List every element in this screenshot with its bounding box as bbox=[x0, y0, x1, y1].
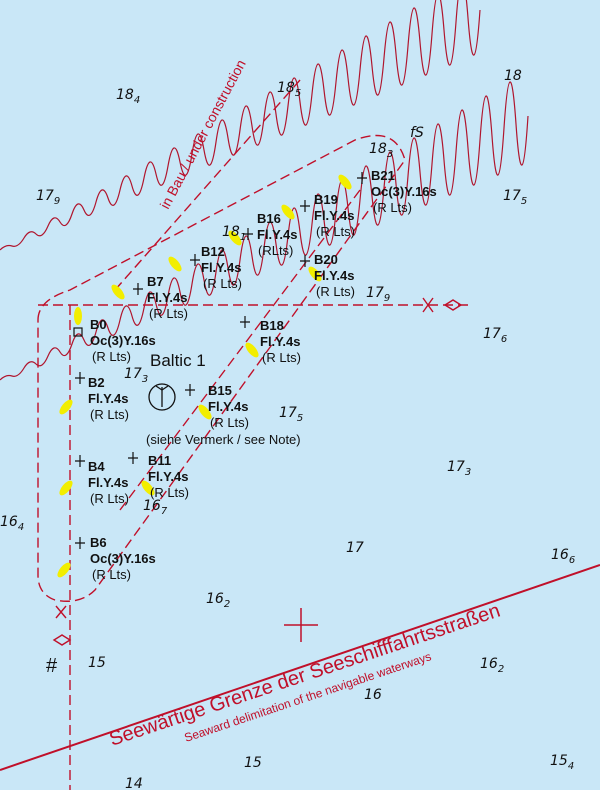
buoy-B20[interactable]: B20 Fl.Y.4s (R Lts) bbox=[314, 252, 355, 299]
buoy-B4[interactable]: B4 Fl.Y.4s (R Lts) bbox=[88, 459, 129, 506]
buoy-B21[interactable]: B21 Oc(3)Y.16s (R Lts) bbox=[371, 168, 437, 215]
buoy-B19[interactable]: B19 Fl.Y.4s (R Lts) bbox=[314, 192, 355, 239]
buoy-sub: (R Lts) bbox=[90, 491, 129, 506]
buoy-sub: (R Lts) bbox=[316, 284, 355, 299]
buoy-light: Fl.Y.4s bbox=[88, 391, 128, 406]
buoy-light: Fl.Y.4s bbox=[208, 399, 248, 414]
buoy-name: B21 bbox=[371, 168, 395, 183]
sounding: 164 bbox=[0, 514, 24, 533]
sounding: 175 bbox=[279, 405, 303, 424]
buoy-light: Fl.Y.4s bbox=[314, 208, 354, 223]
buoy-B11[interactable]: B11 Fl.Y.4s (R Lts) bbox=[148, 453, 189, 500]
buoy-B16[interactable]: B16 Fl.Y.4s (RLts) bbox=[257, 211, 297, 258]
sounding: 15 bbox=[244, 755, 262, 771]
sounding: 167 bbox=[143, 498, 168, 517]
buoy-sub: (R Lts) bbox=[262, 350, 301, 365]
buoy-light: Oc(3)Y.16s bbox=[90, 551, 156, 566]
buoy-light: Fl.Y.4s bbox=[147, 290, 187, 305]
buoy-B15[interactable]: B15 Fl.Y.4s (R Lts) bbox=[208, 383, 249, 430]
buoy-sub: (R Lts) bbox=[373, 200, 412, 215]
buoy-light: Fl.Y.4s bbox=[257, 227, 297, 242]
buoy-name: B15 bbox=[208, 383, 232, 398]
buoy-name: B12 bbox=[201, 244, 225, 259]
construction-label: in Bau / under construction bbox=[157, 57, 249, 212]
sounding: 176 bbox=[483, 326, 507, 345]
buoy-light: Fl.Y.4s bbox=[314, 268, 354, 283]
park-name-label: Baltic 1 bbox=[150, 351, 206, 370]
sounding: 181 bbox=[222, 224, 246, 243]
buoy-B12[interactable]: B12 Fl.Y.4s (R Lts) bbox=[201, 244, 242, 291]
sounding: 183 bbox=[369, 141, 393, 160]
buoy-name: B20 bbox=[314, 252, 338, 267]
cable-crossing-icon bbox=[52, 297, 463, 646]
buoy-glyphs bbox=[73, 172, 367, 549]
sounding: 179 bbox=[36, 188, 60, 207]
buoy-B18[interactable]: B18 Fl.Y.4s (R Lts) bbox=[260, 318, 301, 365]
sounding: 179 bbox=[366, 285, 390, 304]
sounding: 184 bbox=[116, 87, 140, 106]
buoy-light: Fl.Y.4s bbox=[260, 334, 300, 349]
buoy-name: B6 bbox=[90, 535, 107, 550]
buoy-light: Fl.Y.4s bbox=[88, 475, 128, 490]
bottom-quality-label: fS bbox=[410, 125, 424, 141]
construction-boundary bbox=[114, 79, 301, 291]
buoy-sub: (R Lts) bbox=[150, 485, 189, 500]
soundings: 184 185 18 183 179 175 181 179 176 173 1… bbox=[0, 68, 575, 790]
sounding: 18 bbox=[504, 68, 522, 84]
sounding: 185 bbox=[277, 80, 301, 99]
windfarm-boundary bbox=[37, 134, 406, 602]
buoy-name: B11 bbox=[148, 453, 171, 468]
buoy-name: B16 bbox=[257, 211, 281, 226]
buoy-B6[interactable]: B6 Oc(3)Y.16s (R Lts) bbox=[90, 535, 156, 582]
buoy-sub: (R Lts) bbox=[210, 415, 249, 430]
sounding: 173 bbox=[124, 366, 148, 385]
windfarm-icon bbox=[148, 383, 176, 411]
boundary-label-de: Seewärtige Grenze der Seeschifffahrtsstr… bbox=[107, 600, 503, 751]
buoy-sub: (R Lts) bbox=[316, 224, 355, 239]
sounding: 17 bbox=[346, 540, 364, 556]
sounding: 173 bbox=[447, 459, 471, 478]
buoy-name: B18 bbox=[260, 318, 284, 333]
buoy-name: B4 bbox=[88, 459, 105, 474]
sounding: 15 bbox=[88, 655, 106, 671]
sounding: 162 bbox=[480, 656, 504, 675]
wreck-hash-icon: # bbox=[46, 655, 58, 677]
sounding: 14 bbox=[125, 776, 143, 790]
buoy-sub: (R Lts) bbox=[203, 276, 242, 291]
buoy-name: B7 bbox=[147, 274, 164, 289]
buoy-sub: (R Lts) bbox=[149, 306, 188, 321]
seaward-boundary-line bbox=[0, 564, 600, 771]
buoy-sub: (R Lts) bbox=[92, 567, 131, 582]
buoy-B7[interactable]: B7 Fl.Y.4s (R Lts) bbox=[147, 274, 188, 321]
buoy-light: Fl.Y.4s bbox=[201, 260, 241, 275]
buoy-name: B19 bbox=[314, 192, 338, 207]
note-label: (siehe Vermerk / see Note) bbox=[146, 432, 301, 447]
buoy-sub: (R Lts) bbox=[90, 407, 129, 422]
sounding: 166 bbox=[551, 547, 575, 566]
buoy-B2[interactable]: B2 Fl.Y.4s (R Lts) bbox=[88, 375, 129, 422]
sounding: 154 bbox=[550, 753, 574, 772]
buoy-light: Fl.Y.4s bbox=[148, 469, 188, 484]
cable-line-upper bbox=[0, 0, 481, 251]
sounding: 175 bbox=[503, 188, 527, 207]
sounding: 16 bbox=[364, 687, 382, 703]
buoy-sub: (R Lts) bbox=[92, 349, 131, 364]
buoy-sub: (RLts) bbox=[258, 243, 293, 258]
buoy-B0[interactable]: B0 Oc(3)Y.16s (R Lts) bbox=[90, 317, 156, 364]
buoy-light: Oc(3)Y.16s bbox=[90, 333, 156, 348]
buoy-markers bbox=[57, 174, 352, 578]
buoy-name: B2 bbox=[88, 375, 105, 390]
buoy-name: B0 bbox=[90, 317, 107, 332]
cable-dashed-diagonal bbox=[119, 189, 361, 511]
buoy-light: Oc(3)Y.16s bbox=[371, 184, 437, 199]
sounding: 162 bbox=[206, 591, 230, 610]
